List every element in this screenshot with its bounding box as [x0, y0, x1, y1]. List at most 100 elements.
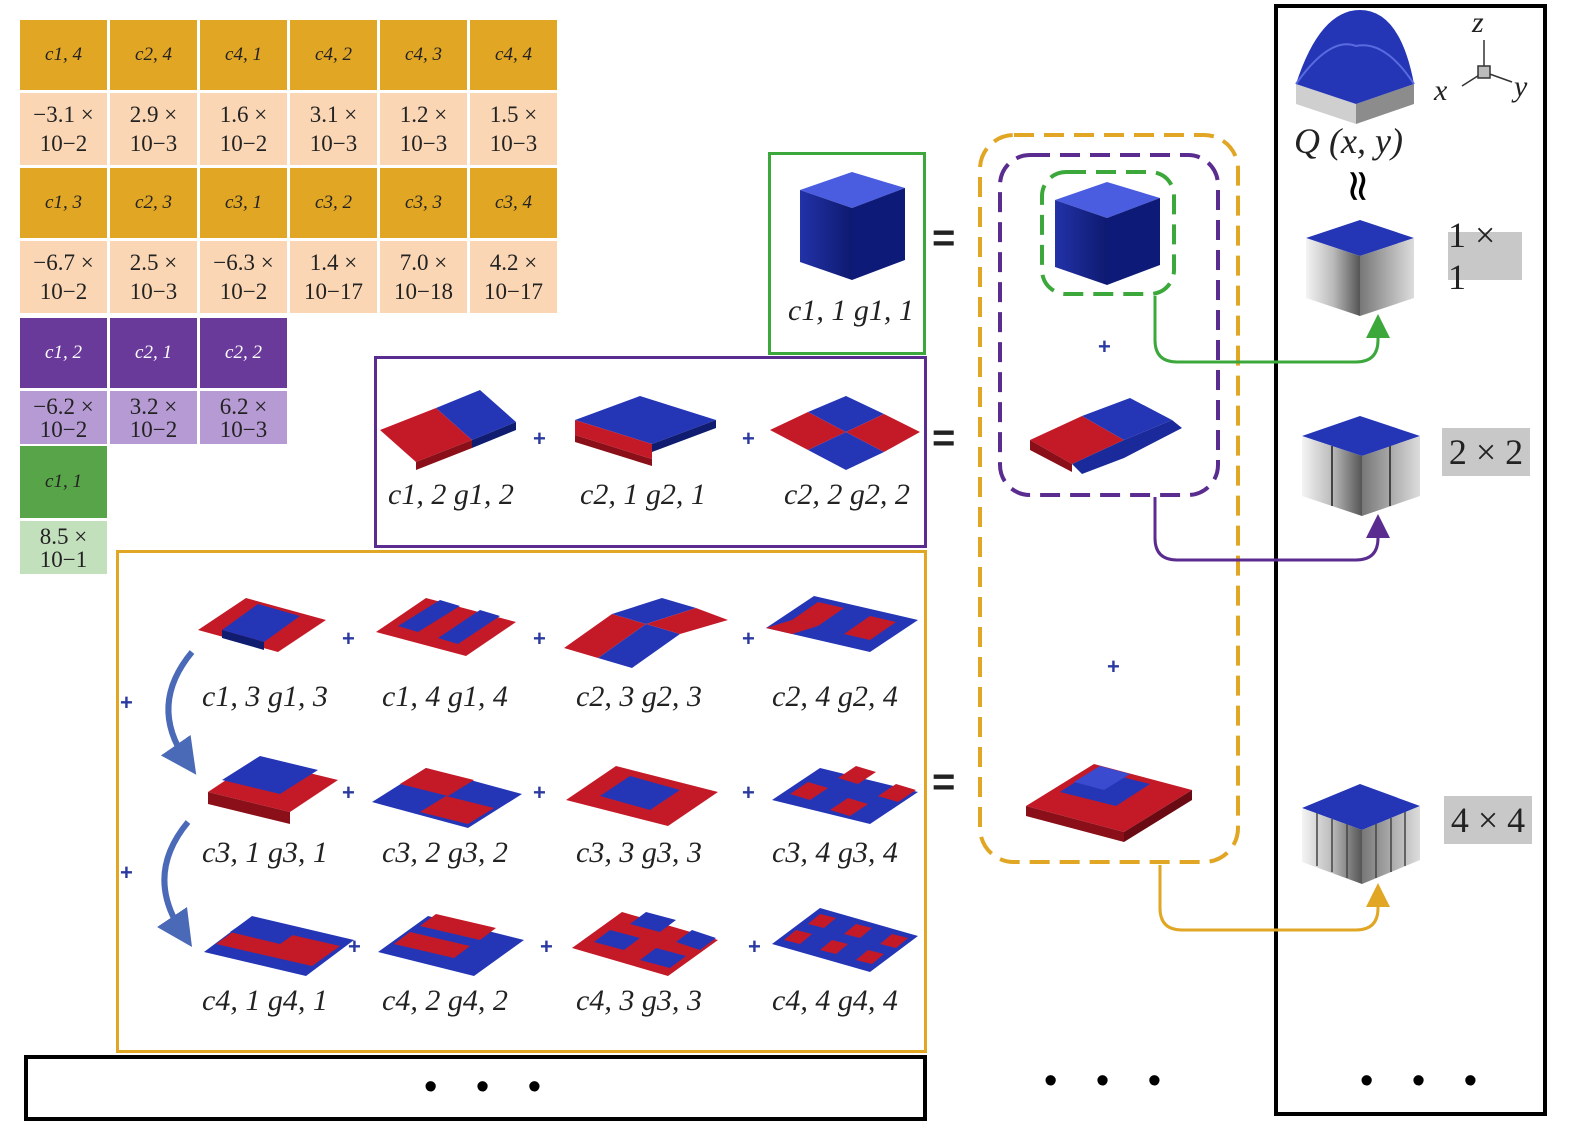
- term-label-g12: c1, 2 g1, 2: [388, 478, 514, 511]
- orange-terms-box: [116, 550, 927, 1053]
- function-label: Q (x, y): [1294, 121, 1403, 161]
- plus-sign: +: [742, 780, 755, 805]
- basis-g13: [198, 598, 326, 652]
- coef-value: −3.1 ×10−2: [20, 93, 107, 165]
- orange-arrow: [1158, 865, 1390, 932]
- basis-g23: [564, 598, 728, 668]
- coef-value: −6.3 ×10−2: [200, 241, 287, 313]
- basis-g41: [204, 916, 354, 976]
- orange-dashed-box: [978, 133, 1240, 864]
- axis-y-label: y: [1514, 70, 1528, 103]
- green-dashed-box: [1040, 170, 1176, 296]
- coef-value: 2.9 ×10−3: [110, 93, 197, 165]
- coef-value: 4.2 ×10−17: [470, 241, 557, 313]
- coef-value: 2.5 ×10−3: [110, 241, 197, 313]
- coef-header: c3, 2: [290, 168, 377, 238]
- coef-value: 6.2 ×10−3: [200, 391, 287, 444]
- coef-value: −6.2 ×10−2: [20, 391, 107, 444]
- coefficient-table-orange-1: c1, 4 c2, 4 c4, 1 c4, 2 c4, 3 c4, 4 −3.1…: [20, 20, 557, 165]
- purple-arrow: [1153, 497, 1390, 562]
- coef-header: c3, 4: [470, 168, 557, 238]
- coef-value: 1.2 ×10−3: [380, 93, 467, 165]
- plus-sign: +: [742, 626, 755, 651]
- term-label-g23: c2, 3 g2, 3: [576, 680, 702, 713]
- coef-value: 1.5 ×10−3: [470, 93, 557, 165]
- basis-g32: [372, 768, 522, 828]
- equals-sign: =: [932, 760, 956, 804]
- basis-sum-4: [1026, 764, 1192, 842]
- coef-value: 7.0 ×10−18: [380, 241, 467, 313]
- term-label-g11: c1, 1 g1, 1: [788, 294, 914, 327]
- term-label-g14: c1, 4 g1, 4: [382, 680, 508, 713]
- coef-header: c1, 4: [20, 20, 107, 90]
- purple-terms-box: [374, 356, 927, 548]
- term-label-g32: c3, 2 g3, 2: [382, 836, 508, 869]
- plus-sign: +: [540, 934, 553, 959]
- basis-g34: [772, 766, 918, 824]
- coef-value: 1.6 ×10−2: [200, 93, 287, 165]
- plus-sign: +: [742, 426, 755, 451]
- ellipsis: • • •: [1360, 1060, 1492, 1102]
- coef-header: c4, 3: [380, 20, 467, 90]
- basis-g12: [380, 390, 516, 470]
- term-label-g33: c3, 3 g3, 3: [576, 836, 702, 869]
- cube-sum-1: [1055, 182, 1160, 285]
- coef-value: 1.4 ×10−17: [290, 241, 377, 313]
- coef-value: 3.1 ×10−3: [290, 93, 377, 165]
- pillar-4x4: [1302, 784, 1420, 884]
- term-label-g21: c2, 1 g2, 1: [580, 478, 706, 511]
- plus-sign: +: [533, 780, 546, 805]
- coef-header: c2, 1: [110, 318, 197, 388]
- coef-value: −6.7 ×10−2: [20, 241, 107, 313]
- axis-z-label: z: [1472, 6, 1484, 39]
- plus-sign: +: [342, 626, 355, 651]
- term-label-g22: c2, 2 g2, 2: [784, 478, 910, 511]
- ellipsis-box: [24, 1055, 927, 1121]
- term-label-g42: c4, 2 g4, 2: [382, 984, 508, 1017]
- ellipsis: • • •: [1044, 1060, 1176, 1102]
- plus-sign: +: [342, 780, 355, 805]
- pillar-2x2: [1302, 416, 1420, 516]
- cube-g11: [800, 172, 905, 280]
- axis-triad-icon: [1461, 40, 1513, 87]
- coef-header: c3, 3: [380, 168, 467, 238]
- green-term-box: [768, 152, 926, 355]
- coef-header: c1, 1: [20, 446, 107, 518]
- resolution-label: 2 × 2: [1442, 428, 1530, 476]
- approx-icon: ≈: [1333, 168, 1384, 205]
- coef-header: c4, 1: [200, 20, 287, 90]
- term-label-g24: c2, 4 g2, 4: [772, 680, 898, 713]
- coef-header: c2, 2: [200, 318, 287, 388]
- resolution-label: 4 × 4: [1444, 796, 1532, 844]
- coef-header: c4, 2: [290, 20, 377, 90]
- term-label-g34: c3, 4 g3, 4: [772, 836, 898, 869]
- coef-header: c2, 4: [110, 20, 197, 90]
- plus-sign: +: [120, 860, 133, 885]
- plus-sign: +: [533, 426, 546, 451]
- equals-sign: =: [932, 216, 956, 260]
- purple-dashed-box: [998, 153, 1220, 497]
- equals-sign: =: [932, 416, 956, 460]
- pillar-1x1: [1306, 220, 1414, 316]
- term-label-g41: c4, 1 g4, 1: [202, 984, 328, 1017]
- plus-sign: +: [748, 934, 761, 959]
- coefficient-table-purple: c1, 2 c2, 1 c2, 2 −6.2 ×10−2 3.2 ×10−2 6…: [20, 318, 287, 444]
- basis-g33: [566, 766, 718, 826]
- coefficient-table-orange-2: c1, 3 c2, 3 c3, 1 c3, 2 c3, 3 c3, 4 −6.7…: [20, 168, 557, 313]
- basis-g14: [376, 598, 516, 656]
- coef-value: 3.2 ×10−2: [110, 391, 197, 444]
- term-label-g43: c4, 3 g3, 3: [576, 984, 702, 1017]
- basis-sum-2: [1030, 398, 1182, 474]
- ellipsis: • • •: [424, 1066, 556, 1108]
- basis-g21: [575, 396, 716, 466]
- green-arrow: [1153, 296, 1390, 364]
- basis-g42: [378, 914, 524, 976]
- term-label-g44: c4, 4 g4, 4: [772, 984, 898, 1017]
- plus-sign: +: [120, 690, 133, 715]
- resolution-label: 1 × 1: [1448, 215, 1522, 297]
- plus-sign: +: [533, 626, 546, 651]
- coefficient-table-green: c1, 1 8.5 ×10−1: [20, 446, 107, 574]
- coef-value: 8.5 ×10−1: [20, 521, 107, 574]
